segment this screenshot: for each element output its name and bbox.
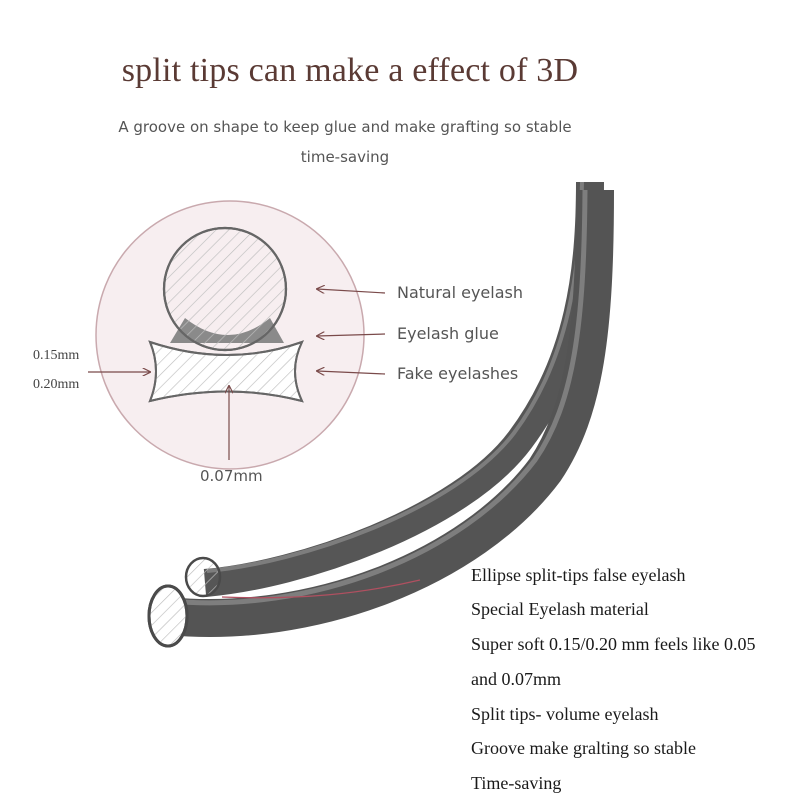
feature-line: Special Eyelash material (471, 599, 649, 619)
measure-0-07mm: 0.07mm (200, 467, 263, 485)
measure-0-20mm: 0.20mm (33, 377, 80, 392)
fake-eyelashes-arrow (317, 371, 386, 374)
feature-line: and 0.07mm (471, 669, 561, 689)
label-eyelash-glue: Eyelash glue (397, 324, 499, 343)
feature-line: Time-saving (471, 773, 562, 793)
feature-line: Split tips- volume eyelash (471, 704, 659, 724)
subtitle-line-2: time-saving (300, 148, 390, 166)
feature-line: Super soft 0.15/0.20 mm feels like 0.05 (471, 634, 756, 654)
natural-eyelash-arrow (317, 289, 386, 293)
label-fake-eyelashes: Fake eyelashes (397, 364, 519, 383)
feature-line: Groove make gralting so stable (471, 738, 696, 758)
label-natural-eyelash: Natural eyelash (397, 283, 523, 302)
feature-line: Ellipse split-tips false eyelash (471, 565, 686, 585)
page-title: split tips can make a effect of 3D (121, 52, 579, 89)
lash-tip-upper (184, 556, 222, 598)
subtitle-line-1: A groove on shape to keep glue and make … (118, 118, 572, 136)
measure-0-15mm: 0.15mm (33, 348, 80, 363)
lash-strand-lower (166, 189, 614, 638)
eyelash-glue-arrow (317, 334, 386, 336)
